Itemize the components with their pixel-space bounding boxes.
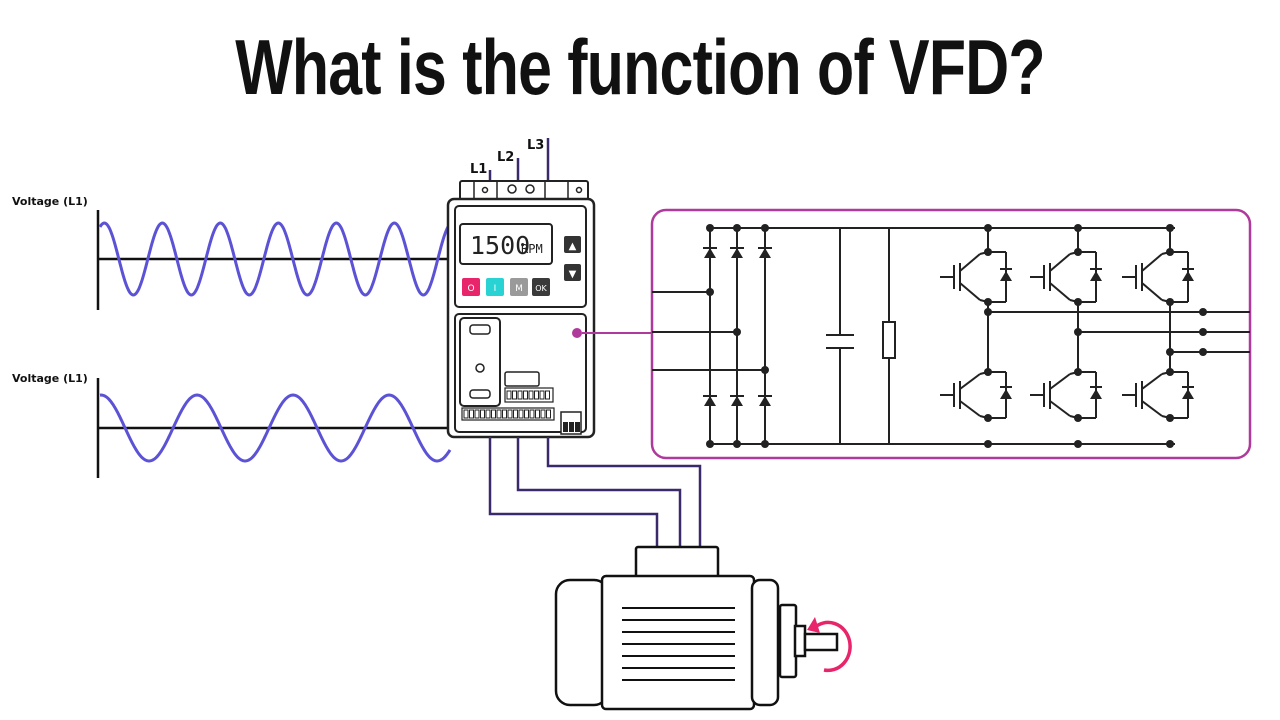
down-button[interactable]: ▼ xyxy=(564,264,581,281)
l3-label: L3 xyxy=(527,138,544,153)
top-waveform-line xyxy=(98,221,452,297)
l2-label: L2 xyxy=(497,150,514,165)
ok-button[interactable]: OK xyxy=(532,278,550,296)
rpm-display-value: 1500 xyxy=(470,231,530,260)
circuit-connector-dot xyxy=(572,328,582,338)
motor-body xyxy=(600,574,756,711)
motor-shaft-collar xyxy=(793,624,807,658)
svg-text:O: O xyxy=(467,284,474,294)
output-cable-3 xyxy=(546,437,702,548)
rotation-arrow-icon xyxy=(807,617,852,673)
up-arrow-icon: ▲ xyxy=(569,241,577,252)
motor-bearing xyxy=(778,603,798,679)
motor-end-cap xyxy=(554,578,610,707)
motor-cooling-fins xyxy=(622,607,735,681)
l1-label: L1 xyxy=(470,162,487,177)
rpm-display xyxy=(459,223,553,265)
vfd-drive: 1500 RPM ▲ ▼ O I M OK xyxy=(446,180,596,439)
page-title: What is the function of VFD? xyxy=(235,23,1045,111)
output-cables xyxy=(488,437,702,548)
svg-text:OK: OK xyxy=(535,284,547,293)
svg-text:I: I xyxy=(494,284,497,294)
top-waveform-label: Voltage (L1) xyxy=(12,195,88,208)
input-lines: L1 L2 L3 xyxy=(470,138,550,182)
down-arrow-icon: ▼ xyxy=(569,269,577,280)
rpm-display-unit: RPM xyxy=(521,242,543,256)
motor-front-flange xyxy=(750,578,780,707)
dip-switch-header xyxy=(504,371,540,387)
svg-text:M: M xyxy=(515,284,523,294)
on-button[interactable]: I xyxy=(486,278,504,296)
output-cable-2 xyxy=(516,437,682,548)
connector-slot xyxy=(459,317,501,407)
motor-terminal-box xyxy=(634,545,720,579)
motor-shaft xyxy=(803,632,839,652)
top-waveform-plot: Voltage (L1) xyxy=(12,195,452,310)
mode-button[interactable]: M xyxy=(510,278,528,296)
up-button[interactable]: ▲ xyxy=(564,236,581,253)
off-button[interactable]: O xyxy=(462,278,480,296)
vfd-internal-circuit xyxy=(650,208,1252,460)
motor xyxy=(554,545,839,711)
output-cable-1 xyxy=(488,437,659,548)
bottom-waveform-line xyxy=(99,393,452,463)
bottom-waveform-label: Voltage (L1) xyxy=(12,372,88,385)
bottom-waveform-plot: Voltage (L1) xyxy=(12,372,452,478)
circuit-border xyxy=(650,208,1252,460)
